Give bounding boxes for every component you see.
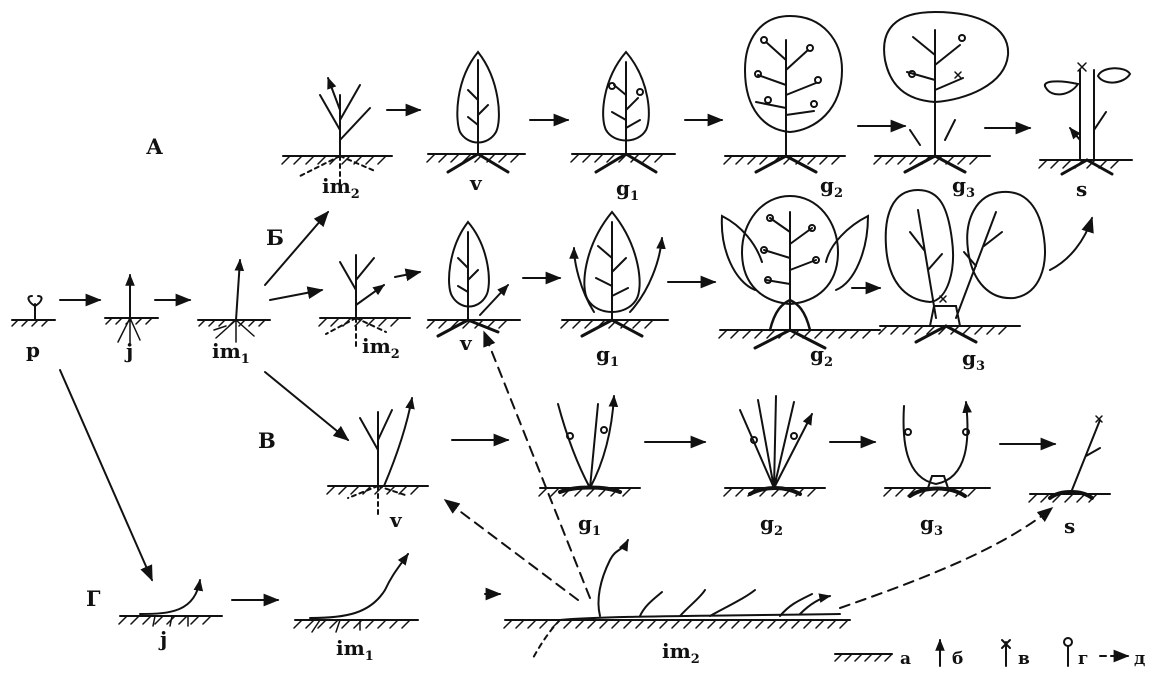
stage-label: s: [1064, 514, 1075, 538]
plant-a-g2: [724, 16, 845, 172]
stage-label: j: [124, 339, 133, 363]
stage-label: im1: [212, 339, 250, 367]
plant-j: [105, 275, 158, 344]
plant-im1: [198, 260, 270, 342]
stage-label: g3: [962, 346, 985, 374]
stage-label: im2: [662, 639, 700, 667]
plant-b-im2: [319, 255, 410, 346]
stage-label: g2: [760, 511, 783, 539]
row-label-b: Б: [266, 225, 284, 250]
stage-label: v: [459, 331, 473, 355]
stage-label: g2: [820, 173, 843, 201]
stage-label: g1: [616, 176, 639, 204]
plant-a-g3: [874, 12, 1008, 172]
legend-label-a: а: [900, 649, 911, 669]
stage-label: im1: [336, 636, 374, 664]
plant-v-g2: [724, 396, 825, 496]
plant-g-im1: [294, 554, 418, 632]
stage-label: v: [469, 171, 483, 195]
stage-label: im2: [322, 174, 360, 202]
legend-label-b: б: [952, 649, 963, 669]
plant-g-j: [119, 580, 222, 626]
plant-a-im2: [282, 78, 392, 186]
row-label-g: Г: [86, 586, 101, 611]
plant-v-g1: [539, 396, 640, 496]
legend-label-d: д: [1134, 649, 1145, 669]
legend-label-g: г: [1078, 649, 1088, 669]
row-label-v: В: [258, 428, 276, 453]
plant-v-s: [1029, 416, 1110, 502]
row-label-a: А: [146, 134, 163, 159]
stage-label: v: [389, 508, 403, 532]
plant-a-v: [427, 52, 525, 172]
plant-a-s: [1039, 63, 1132, 174]
stage-label: g1: [578, 511, 601, 539]
stage-label: im2: [362, 334, 400, 362]
plant-b-v: [427, 222, 520, 336]
stage-label: p: [26, 338, 40, 362]
stage-label: s: [1076, 177, 1087, 201]
plant-b-g2: [719, 196, 880, 348]
plant-v-g3: [884, 402, 990, 496]
plant-b-g3: [879, 190, 1045, 342]
stage-label: g1: [596, 342, 619, 370]
stage-label: j: [158, 627, 167, 651]
stage-label: g3: [952, 173, 975, 201]
plant-v-v: [327, 398, 428, 514]
plant-p: [12, 296, 55, 326]
plant-a-g1: [571, 52, 675, 172]
stage-label: g2: [810, 342, 833, 370]
legend-label-v: в: [1018, 649, 1030, 669]
stage-label: g3: [920, 511, 943, 539]
plant-b-g1: [561, 212, 668, 336]
